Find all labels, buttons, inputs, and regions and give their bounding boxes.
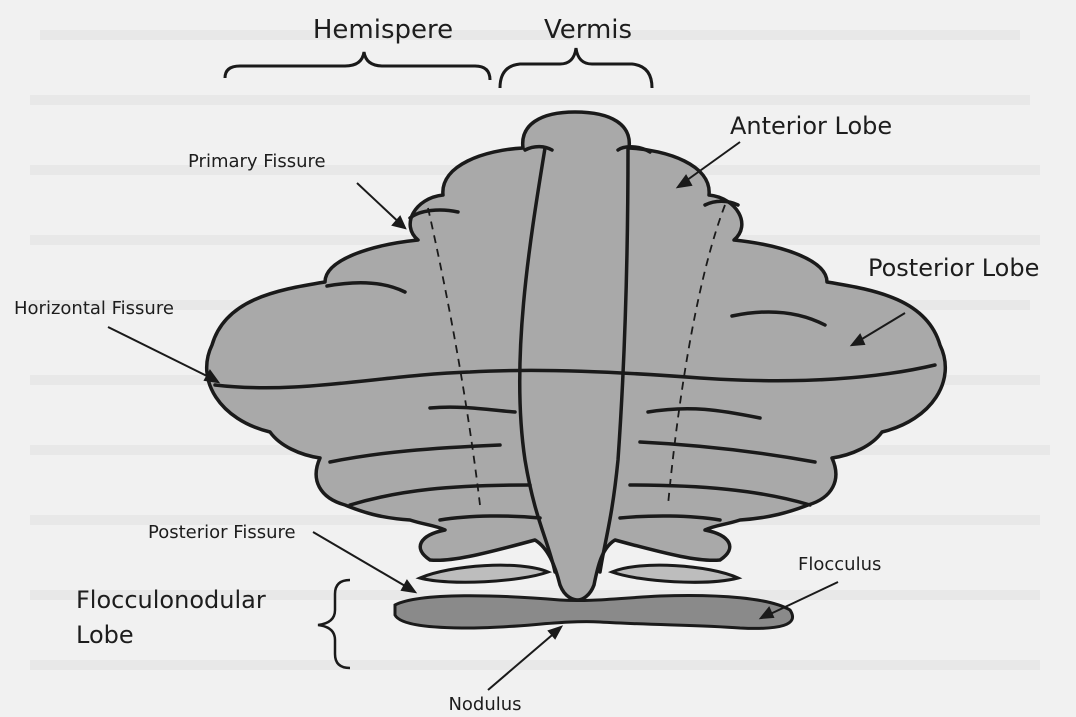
nodulus-label: Nodulus <box>448 694 521 715</box>
horizontal-fissure-label: Horizontal Fissure <box>14 298 174 319</box>
anterior-lobe-label: Anterior Lobe <box>730 112 892 140</box>
flocculonodular-label-line2: Lobe <box>76 621 134 649</box>
posterior-lobe-label: Posterior Lobe <box>868 254 1039 282</box>
flocculus-label: Flocculus <box>798 554 881 575</box>
flocculonodular-label-line1: Flocculonodular <box>76 586 266 614</box>
posterior-fissure-label: Posterior Fissure <box>148 522 296 543</box>
left-flocculus-loop <box>420 565 548 582</box>
hemisphere-brace <box>225 52 490 80</box>
hemisphere-label: Hemispere <box>313 15 453 45</box>
primary-fissure-label: Primary Fissure <box>188 151 326 172</box>
vermis-label: Vermis <box>544 15 632 45</box>
cerebellum-body <box>207 112 946 600</box>
vermis-brace <box>500 48 652 88</box>
right-flocculus-loop <box>612 565 738 582</box>
flocculonodular-band <box>395 596 793 629</box>
